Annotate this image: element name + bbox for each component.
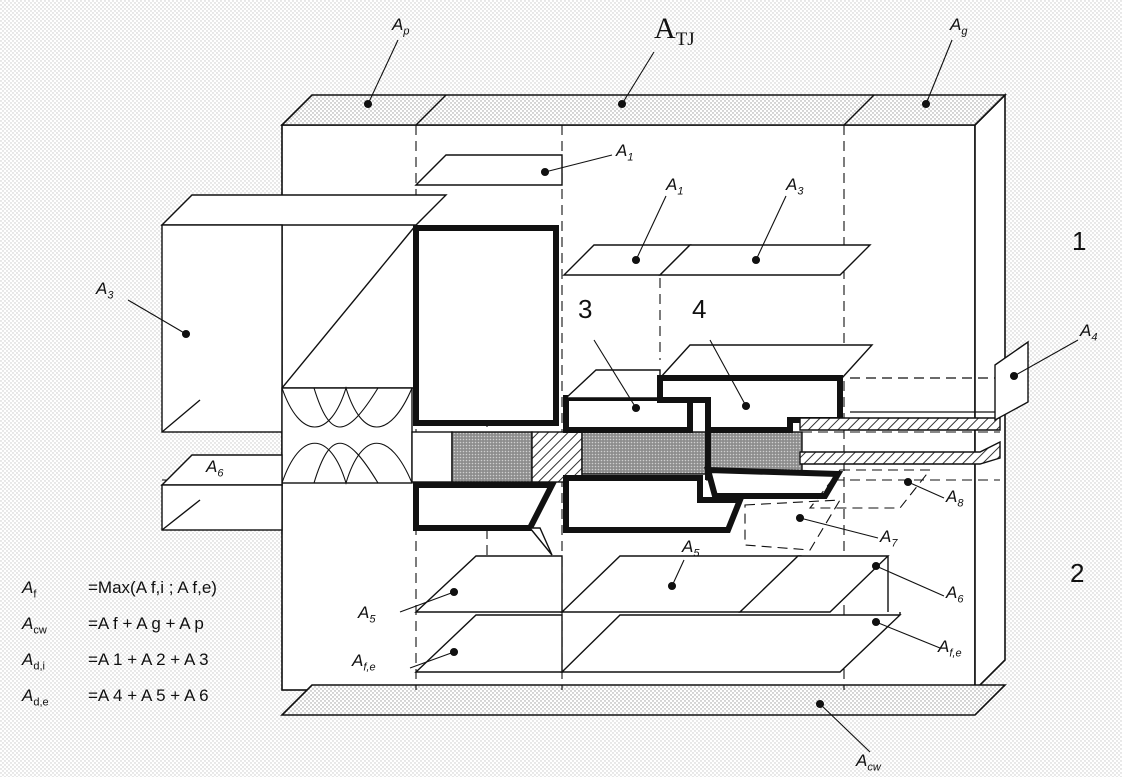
label-a1-top: A1: [616, 141, 634, 164]
core-bar-mid: [581, 431, 803, 475]
a3-mid-surface: [658, 244, 872, 276]
top-bar: [280, 94, 1007, 126]
core-bar-dense: [451, 431, 533, 483]
core-bar-hatch: [531, 431, 583, 483]
diagram-title: ATJ: [654, 12, 695, 50]
label-a6-left: A6: [206, 457, 224, 480]
afe-right-surface: [560, 614, 902, 673]
transom-lower-4: [704, 466, 844, 499]
part-label-4: 4: [692, 294, 707, 324]
leader-lines: [127, 39, 1079, 753]
label-a4: A4: [1080, 321, 1098, 344]
label-a8: A8: [946, 487, 964, 510]
a7-region: [744, 499, 842, 551]
mullion-profile: [413, 225, 559, 426]
transom-profile-4: [657, 375, 843, 433]
formula-row: Acw =A f + A g + A p: [22, 614, 204, 637]
a5-left-surface: [414, 555, 563, 613]
formula-row: Af =Max(A f,i ; A f,e): [22, 578, 217, 601]
zone-label-inside: 1: [1072, 226, 1087, 256]
left-wall-block: [160, 194, 448, 226]
mullion-wedge: [528, 527, 553, 556]
transom-top-3: [564, 369, 661, 399]
label-afe-right: Af,e: [938, 637, 962, 660]
label-a5-left: A5: [358, 603, 376, 626]
formula-row: Ad,i =A 1 + A 2 + A 3: [22, 650, 209, 673]
label-afe-left: Af,e: [352, 651, 376, 674]
bottom-bar: [280, 684, 1007, 716]
label-a5-mid: A5: [682, 537, 700, 560]
label-a3-right: A3: [786, 175, 804, 198]
part-label-3: 3: [578, 294, 593, 324]
zone-label-outside: 2: [1070, 558, 1085, 588]
transom-lower-profile: [563, 475, 745, 533]
transom-top-4: [658, 344, 874, 379]
formula-row: Ad,e =A 4 + A 5 + A 6: [22, 686, 209, 709]
a1-top-surface: [414, 154, 563, 186]
a4-tag: [994, 340, 1029, 422]
mullion-lower-profile: [413, 482, 557, 531]
label-ag: Ag: [950, 15, 968, 38]
formula-block: Af =Max(A f,i ; A f,e) Acw =A f + A g + …: [22, 578, 282, 722]
right-glass-upper: [799, 417, 1001, 431]
label-ap: Ap: [392, 15, 410, 38]
insulation: [281, 387, 413, 484]
label-a6-right: A6: [946, 583, 964, 606]
label-acw: Acw: [856, 751, 881, 774]
right-glass-lower: [799, 440, 1001, 465]
core-bar-left: [411, 431, 453, 483]
label-a7: A7: [880, 527, 898, 550]
a8-region: [808, 469, 932, 509]
label-a1-mid: A1: [666, 175, 684, 198]
afe-left-surface: [414, 614, 563, 673]
label-a3-left: A3: [96, 279, 114, 302]
